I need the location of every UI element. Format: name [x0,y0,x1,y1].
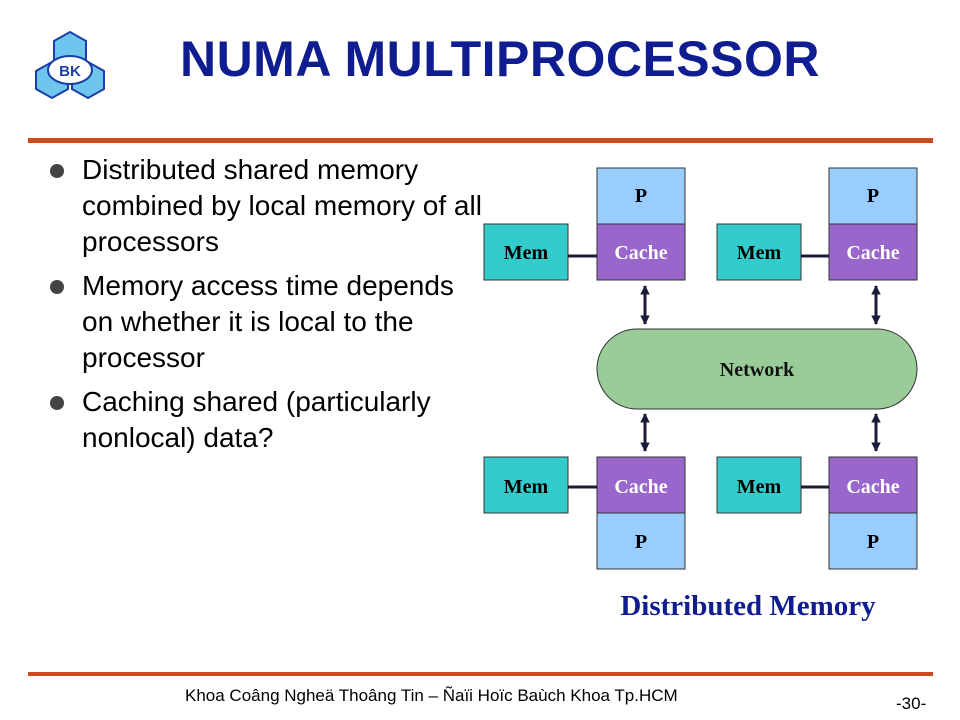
bullet-text: Distributed shared memory combined by lo… [82,154,482,257]
title-divider [28,138,933,143]
page-number: -30- [896,694,927,713]
processor-label: P [867,185,879,207]
logo-text: BK [59,63,81,80]
processor-box [828,167,918,225]
processor-box [596,167,686,225]
cache-label: Cache [846,476,899,498]
mem-label: Mem [737,242,782,264]
mem-box [483,456,569,514]
processor-box [828,512,918,570]
cache-box [596,456,686,514]
bullet-item: Caching shared (particularly nonlocal) d… [48,384,488,456]
bullet-dot-icon [50,164,64,178]
footer-divider [28,672,933,676]
slide-title: NUMA MULTIPROCESSOR [179,31,821,87]
cache-box [596,223,686,281]
diagram-caption: Distributed Memory [620,590,876,622]
processor-label: P [867,531,879,553]
bullet-text: Caching shared (particularly nonlocal) d… [82,386,431,453]
bullet-item: Memory access time depends on whether it… [48,268,488,376]
processor-label: P [635,185,647,207]
bullet-dot-icon [50,396,64,410]
cache-label: Cache [614,242,667,264]
mem-box [716,223,802,281]
processor-box [596,512,686,570]
footer-text: Khoa Coâng Ngheä Thoâng Tin – Ñaïi Hoïc … [185,686,678,705]
node-top-right: P Cache Mem [716,167,918,281]
cache-label: Cache [614,476,667,498]
mem-box [483,223,569,281]
network-label: Network [720,359,795,381]
node-bottom-right: Cache P Mem [716,456,918,570]
node-top-left: P Cache Mem [483,167,686,281]
bullet-list: Distributed shared memory combined by lo… [48,152,488,464]
university-logo: BK [30,30,110,108]
mem-label: Mem [737,476,782,498]
processor-label: P [635,531,647,553]
mem-label: Mem [504,476,549,498]
numa-diagram: P Cache Mem P Cache Mem Network Cache P … [483,167,918,570]
network-box [596,328,918,410]
mem-label: Mem [504,242,549,264]
mem-box [716,456,802,514]
cache-label: Cache [846,242,899,264]
bullet-text: Memory access time depends on whether it… [82,270,454,373]
bullet-item: Distributed shared memory combined by lo… [48,152,488,260]
bullet-dot-icon [50,280,64,294]
node-bottom-left: Cache P Mem [483,456,686,570]
cache-box [828,223,918,281]
